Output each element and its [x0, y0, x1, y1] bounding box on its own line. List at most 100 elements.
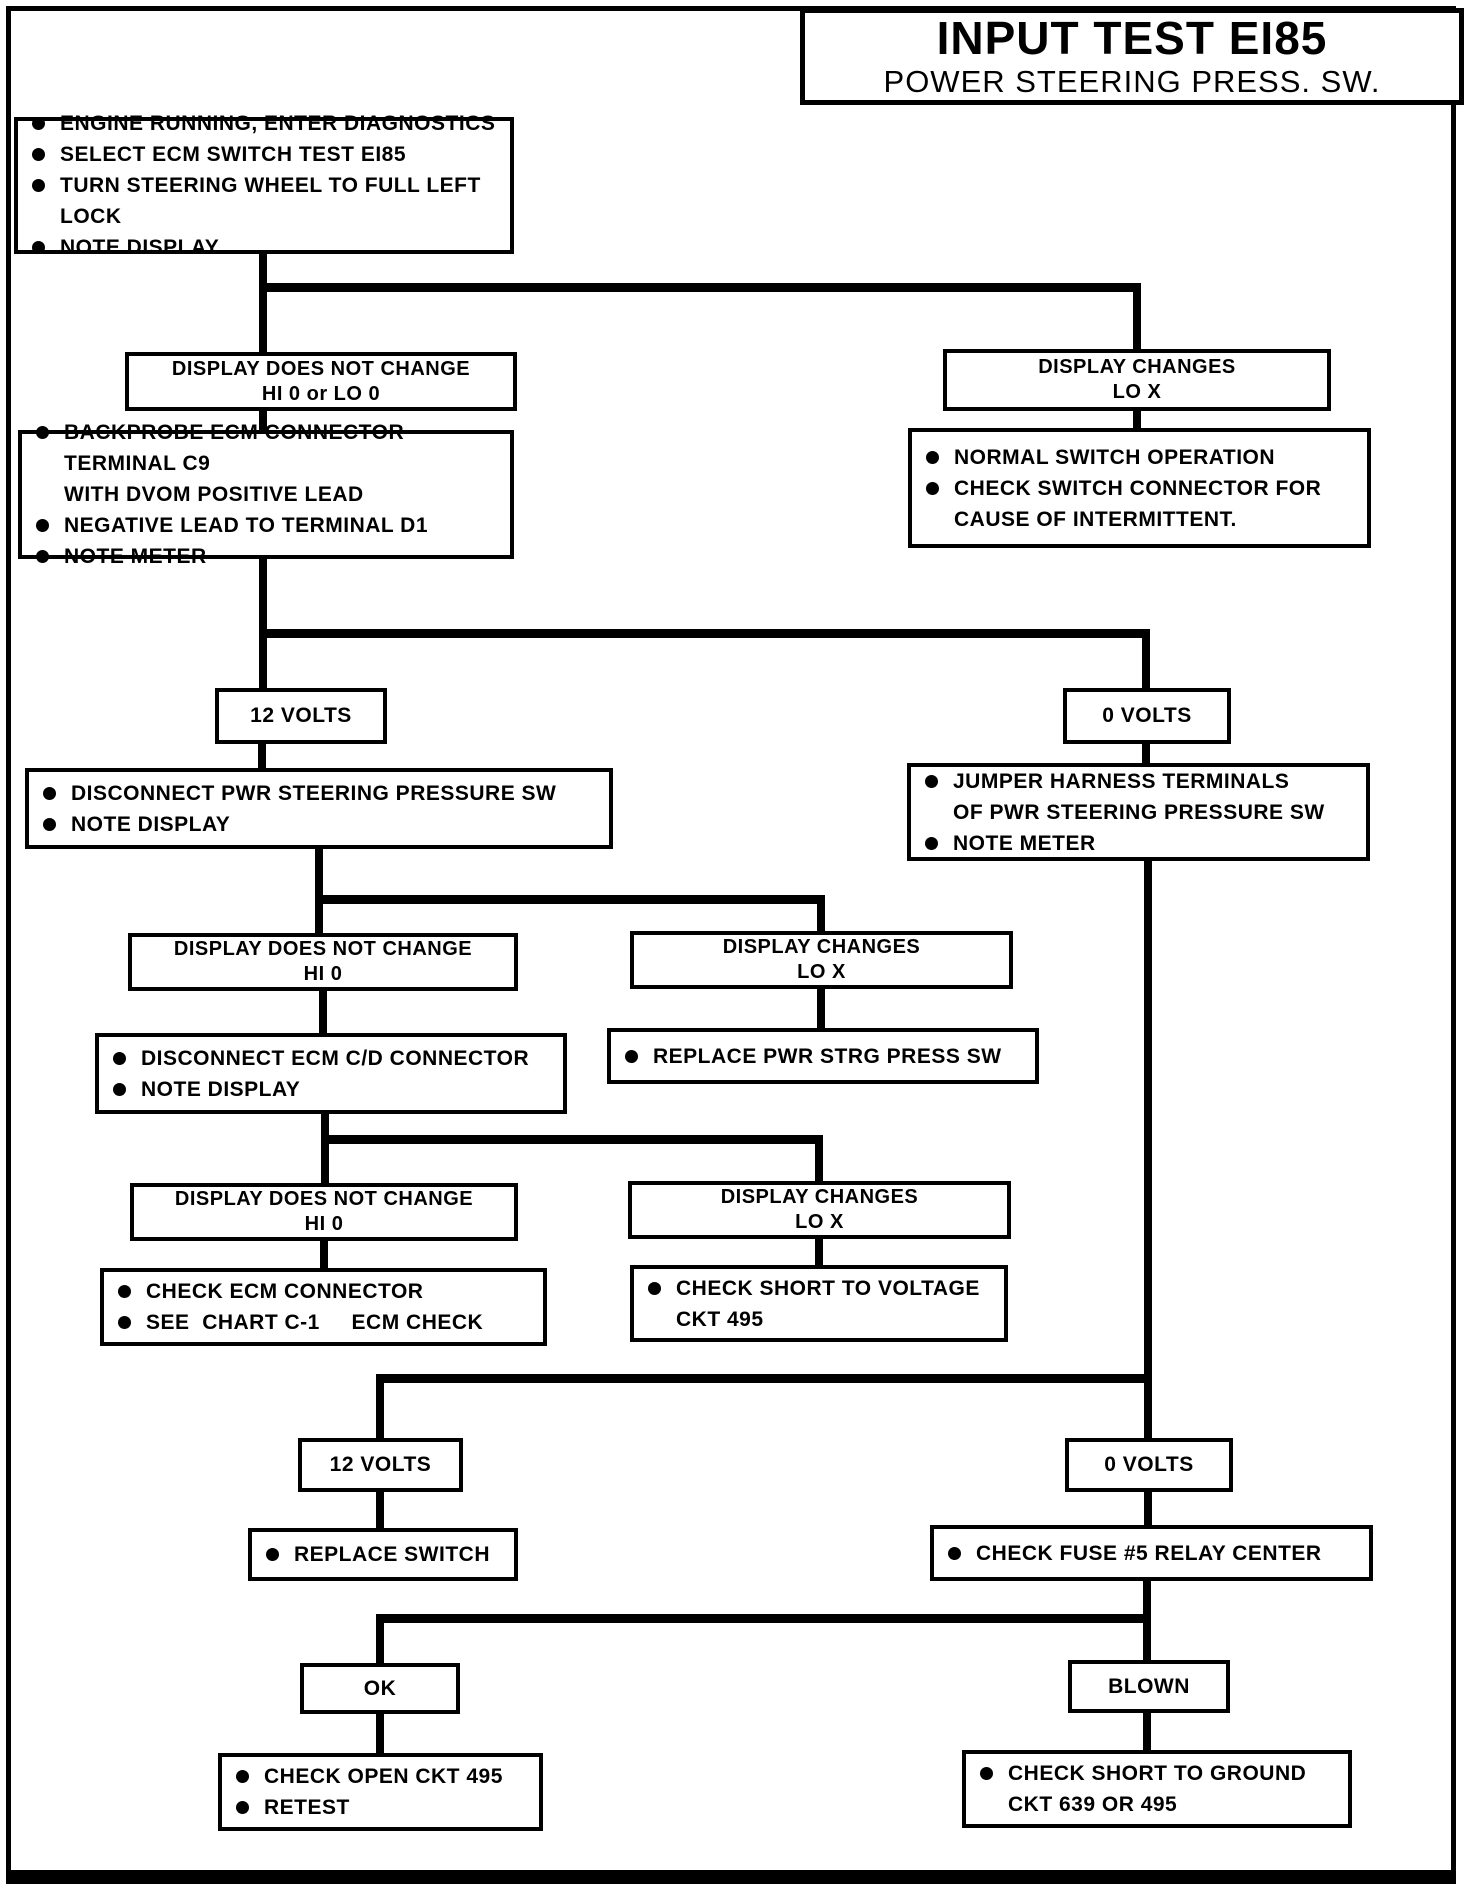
- result-label: OK: [363, 1676, 397, 1700]
- page-title: INPUT TEST EI85: [936, 12, 1328, 64]
- node-display-does-not-change-3: DISPLAY DOES NOT CHANGE HI 0: [130, 1183, 518, 1241]
- connector: [1144, 859, 1152, 1440]
- step-text: CHECK OPEN CKT 495: [264, 1765, 503, 1788]
- node-display-does-not-change-1: DISPLAY DOES NOT CHANGE HI 0 or LO 0: [125, 352, 517, 411]
- decision-line: DISPLAY DOES NOT CHANGE: [171, 357, 471, 380]
- connector: [376, 1490, 384, 1530]
- connector: [817, 987, 825, 1030]
- step-text: ENGINE RUNNING, ENTER DIAGNOSTICS: [60, 112, 496, 135]
- connector: [1133, 292, 1141, 351]
- decision-line: LO X: [795, 1211, 844, 1233]
- bullet-icon: [266, 1548, 279, 1561]
- connector: [259, 638, 267, 690]
- title-box: INPUT TEST EI85 POWER STEERING PRESS. SW…: [800, 8, 1464, 105]
- node-start: ENGINE RUNNING, ENTER DIAGNOSTICS SELECT…: [14, 112, 514, 259]
- decision-line: DISPLAY DOES NOT CHANGE: [173, 938, 473, 960]
- page-subtitle: POWER STEERING PRESS. SW.: [883, 64, 1381, 99]
- node-normal-switch-operation: NORMAL SWITCH OPERATION CHECK SWITCH CON…: [908, 428, 1371, 548]
- bullet-icon: [36, 519, 49, 532]
- bullet-icon: [236, 1801, 249, 1814]
- step-text: REPLACE SWITCH: [294, 1543, 490, 1566]
- step-text: BACKPROBE ECM CONNECTOR TERMINAL C9 WITH…: [64, 421, 405, 506]
- node-check-open-ckt: CHECK OPEN CKT 495 RETEST: [218, 1753, 543, 1831]
- bullet-icon: [948, 1546, 961, 1560]
- connector: [321, 1135, 823, 1144]
- connector: [1133, 409, 1141, 430]
- bullet-icon: [926, 450, 939, 464]
- volt-label: 0 VOLTS: [1102, 704, 1192, 727]
- bullet-icon: [32, 148, 45, 161]
- connector: [1143, 1711, 1151, 1752]
- step-text: NEGATIVE LEAD TO TERMINAL D1: [64, 514, 429, 537]
- volt-label: 12 VOLTS: [329, 1453, 432, 1476]
- bullet-icon: [113, 1082, 126, 1096]
- node-replace-press-sw: REPLACE PWR STRG PRESS SW: [607, 1028, 1039, 1084]
- step-text: TURN STEERING WHEEL TO FULL LEFT LOCK: [60, 174, 488, 228]
- connector: [376, 1623, 384, 1665]
- bullet-icon: [36, 426, 49, 439]
- node-12-volts-2: 12 VOLTS: [298, 1438, 463, 1492]
- connector: [376, 1374, 1152, 1383]
- page-border: [6, 6, 1456, 1884]
- node-check-short-to-voltage: CHECK SHORT TO VOLTAGE CKT 495: [630, 1265, 1008, 1342]
- node-display-does-not-change-2: DISPLAY DOES NOT CHANGE HI 0: [128, 933, 518, 991]
- connector: [1144, 1490, 1152, 1527]
- bullet-icon: [925, 774, 938, 788]
- bullet-icon: [113, 1051, 126, 1065]
- node-check-fuse: CHECK FUSE #5 RELAY CENTER: [930, 1525, 1373, 1581]
- bullet-icon: [236, 1770, 249, 1783]
- step-text: CHECK FUSE #5 RELAY CENTER: [976, 1541, 1322, 1565]
- decision-line: DISPLAY CHANGES: [1038, 356, 1236, 378]
- volt-label: 12 VOLTS: [250, 704, 352, 727]
- connector: [1142, 638, 1150, 690]
- step-text: SEE CHART C-1 ECM CHECK: [146, 1311, 484, 1334]
- bullet-icon: [625, 1049, 638, 1063]
- step-text: NORMAL SWITCH OPERATION: [954, 445, 1276, 469]
- connector: [815, 1237, 823, 1267]
- connector: [259, 409, 267, 432]
- node-jumper-harness: JUMPER HARNESS TERMINALS OF PWR STEERING…: [907, 763, 1370, 861]
- step-text: NOTE DISPLAY: [71, 812, 231, 836]
- connector: [815, 1144, 823, 1183]
- bullet-icon: [118, 1316, 131, 1329]
- bullet-icon: [32, 179, 45, 192]
- connector: [258, 742, 266, 770]
- node-backprobe-ecm: BACKPROBE ECM CONNECTOR TERMINAL C9 WITH…: [18, 421, 514, 568]
- connector: [376, 1711, 384, 1755]
- bullet-icon: [43, 786, 56, 800]
- node-display-changes-1: DISPLAY CHANGES LO X: [943, 349, 1331, 411]
- decision-line: LO X: [1112, 381, 1162, 403]
- step-text: NOTE METER: [953, 831, 1096, 855]
- step-text: NOTE DISPLAY: [141, 1077, 301, 1101]
- decision-line: DISPLAY CHANGES: [722, 936, 921, 958]
- connector: [319, 989, 327, 1035]
- decision-line: HI 0: [303, 963, 343, 985]
- step-text: CHECK SWITCH CONNECTOR FOR CAUSE OF INTE…: [954, 476, 1322, 531]
- connector: [321, 1112, 329, 1144]
- connector: [321, 1144, 329, 1185]
- connector: [376, 1383, 384, 1440]
- step-text: CHECK ECM CONNECTOR: [146, 1280, 424, 1303]
- bullet-icon: [43, 817, 56, 831]
- connector: [315, 895, 825, 904]
- step-text: REPLACE PWR STRG PRESS SW: [653, 1044, 1002, 1068]
- bullet-icon: [926, 481, 939, 495]
- bullet-icon: [32, 241, 45, 254]
- decision-line: LO X: [797, 961, 846, 983]
- connector: [320, 1239, 328, 1270]
- node-12-volts-1: 12 VOLTS: [215, 688, 387, 744]
- bullet-icon: [36, 550, 49, 563]
- decision-line: DISPLAY CHANGES: [720, 1186, 919, 1208]
- bullet-icon: [648, 1281, 661, 1295]
- step-text: NOTE DISPLAY: [60, 236, 220, 259]
- node-display-changes-3: DISPLAY CHANGES LO X: [628, 1181, 1011, 1239]
- decision-line: HI 0: [304, 1213, 344, 1235]
- node-disconnect-pressure-sw: DISCONNECT PWR STEERING PRESSURE SW NOTE…: [25, 768, 613, 849]
- result-label: BLOWN: [1108, 1674, 1190, 1698]
- step-text: SELECT ECM SWITCH TEST EI85: [60, 143, 407, 166]
- node-0-volts-1: 0 VOLTS: [1063, 688, 1231, 744]
- step-text: DISCONNECT ECM C/D CONNECTOR: [141, 1046, 530, 1070]
- node-disconnect-ecm-cd: DISCONNECT ECM C/D CONNECTOR NOTE DISPLA…: [95, 1033, 567, 1114]
- node-blown: BLOWN: [1068, 1660, 1230, 1713]
- connector: [315, 847, 323, 904]
